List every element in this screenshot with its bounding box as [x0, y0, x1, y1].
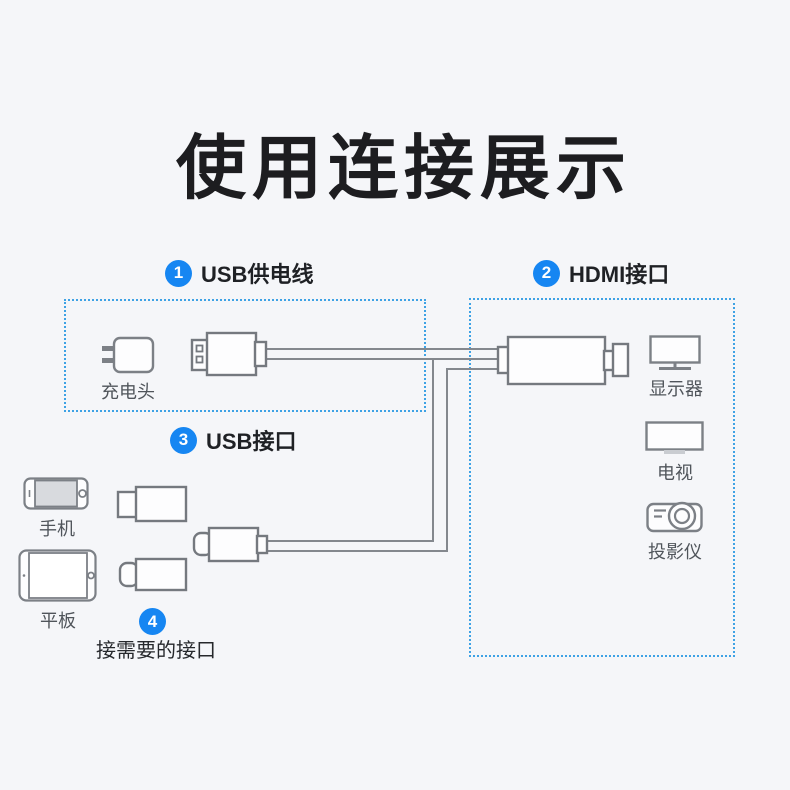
- device-charger: 充电头: [95, 336, 161, 404]
- device-phone: 手机: [22, 477, 92, 541]
- charger-icon: [102, 336, 155, 374]
- cable-end-connector: [192, 526, 269, 563]
- device-label: 充电头: [101, 382, 155, 402]
- step-3-badge: 3: [170, 426, 197, 454]
- page-title: 使用连接展示: [176, 129, 632, 207]
- adapter-rounded: [118, 557, 188, 592]
- adapter-square: [116, 485, 188, 523]
- step-4-badge: 4: [139, 608, 166, 635]
- device-label: 手机: [39, 519, 75, 539]
- tv-icon: [645, 421, 704, 454]
- step-3: 3 USB接口: [170, 424, 296, 456]
- step-2-badge: 2: [533, 259, 560, 287]
- device-label: 投影仪: [648, 542, 702, 562]
- step-2-label: HDMI接口: [569, 262, 670, 287]
- step-4-label: 接需要的接口: [96, 640, 216, 662]
- step-1-label: USB供电线: [201, 262, 314, 287]
- device-label: 电视: [657, 463, 693, 483]
- device-tv: 电视: [645, 421, 705, 485]
- device-tablet: 平板: [18, 549, 98, 633]
- step-1: 1 USB供电线: [165, 257, 313, 289]
- step-1-badge: 1: [165, 259, 192, 287]
- tablet-icon: [18, 549, 97, 602]
- projector-icon: [646, 501, 703, 533]
- device-monitor: 显示器: [648, 335, 704, 401]
- step-3-label: USB接口: [206, 429, 297, 454]
- monitor-icon: [649, 335, 701, 370]
- phone-icon: [23, 477, 89, 510]
- device-projector: 投影仪: [645, 500, 705, 564]
- step-2: 2 HDMI接口: [533, 257, 669, 289]
- device-label: 平板: [40, 611, 76, 631]
- usb-region-box: [64, 299, 426, 412]
- device-label: 显示器: [649, 379, 703, 399]
